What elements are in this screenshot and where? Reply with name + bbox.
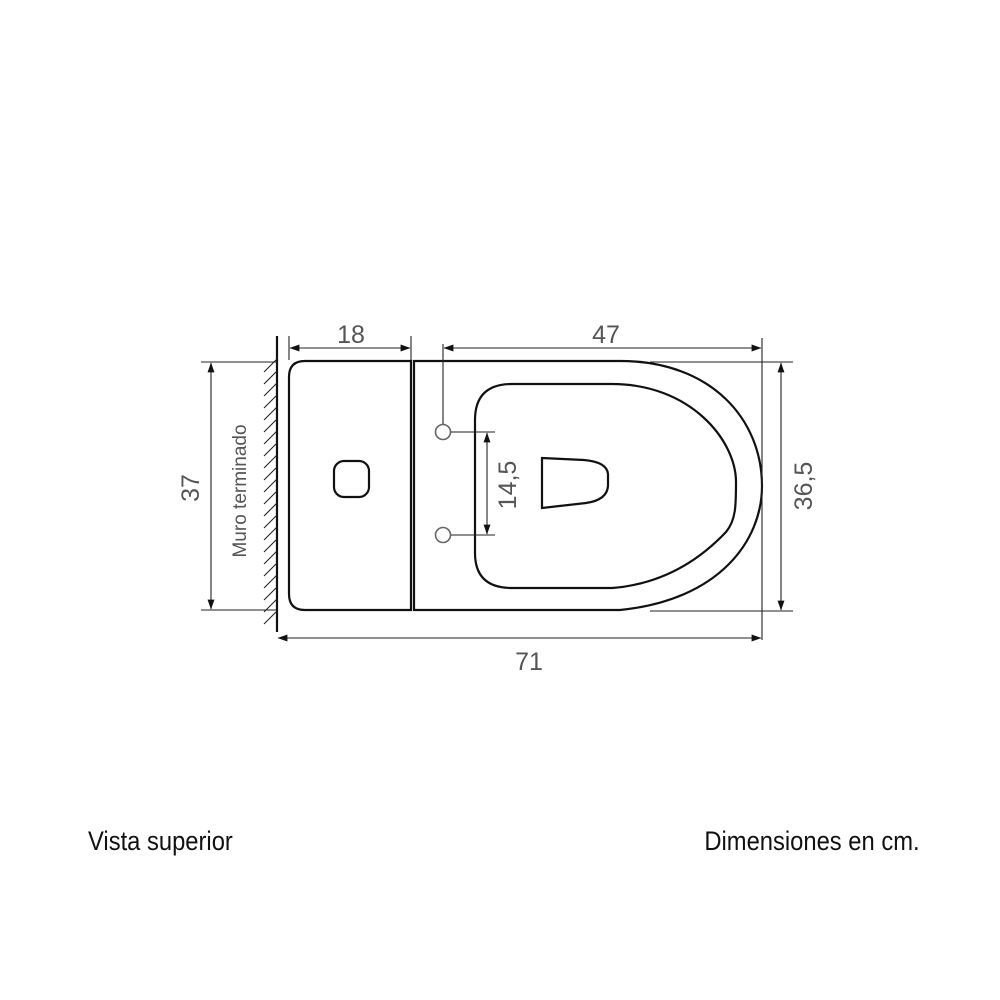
dim-label-total-length: 71 <box>515 648 543 676</box>
flush-button-icon <box>332 459 371 499</box>
hatch-stroke <box>263 466 278 481</box>
hatch-stroke <box>263 502 278 517</box>
hatch-stroke <box>263 586 278 601</box>
hatch-stroke <box>263 490 278 505</box>
drain-outlet-icon <box>540 456 610 510</box>
view-caption: Vista superior <box>88 826 233 856</box>
hatch-stroke <box>263 574 278 589</box>
tank-outline <box>287 359 413 612</box>
hatch-stroke <box>263 394 278 409</box>
wall-label: Muro terminado <box>230 424 251 557</box>
hatch-stroke <box>263 406 278 421</box>
hatch-stroke <box>263 538 278 553</box>
hatch-stroke <box>263 370 278 385</box>
dim-label-bowl-length: 47 <box>592 321 620 349</box>
dim-label-overall-width: 37 <box>177 474 205 502</box>
hatch-stroke <box>263 514 278 529</box>
hatch-stroke <box>263 526 278 541</box>
units-caption: Dimensiones en cm. <box>704 826 920 856</box>
hatch-stroke <box>263 442 278 457</box>
hatch-stroke <box>263 358 278 373</box>
dim-label-bowl-width: 36,5 <box>790 462 818 511</box>
finished-wall-hatching <box>263 336 279 632</box>
seat-bolt-holes <box>434 344 495 544</box>
hatch-stroke <box>263 382 278 397</box>
dim-label-bolt-spacing: 14,5 <box>494 461 522 510</box>
hatch-stroke <box>263 430 278 445</box>
hatch-stroke <box>263 454 278 469</box>
hatch-stroke <box>263 418 278 433</box>
dim-label-tank-depth: 18 <box>337 321 365 349</box>
extension-lines <box>201 336 793 640</box>
hatch-stroke <box>263 610 278 625</box>
hatch-stroke <box>263 562 278 577</box>
bowl-outline <box>412 359 764 612</box>
bowl-seat-opening <box>473 382 738 590</box>
hatch-stroke <box>263 550 278 565</box>
hatch-stroke <box>263 478 278 493</box>
